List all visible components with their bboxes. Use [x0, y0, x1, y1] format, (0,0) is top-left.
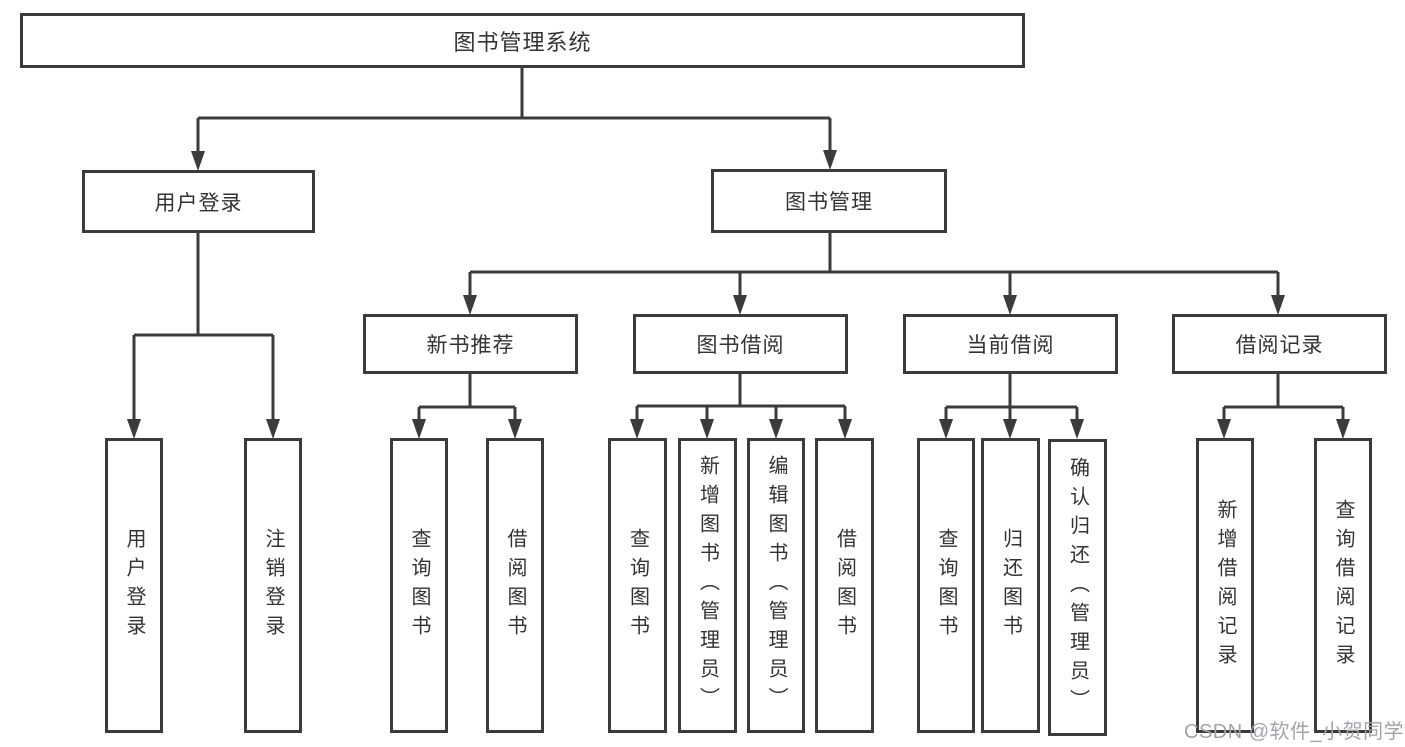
leaf-query-borrow-record: 查询借阅记录 [1314, 438, 1372, 733]
node-user-login-label: 用户登录 [154, 191, 243, 215]
connector-lines [132, 68, 1345, 421]
node-book-management: 图书管理 [711, 169, 947, 233]
arrow-down-icon [266, 419, 280, 439]
leaf-return-book: 归还图书 [981, 438, 1040, 733]
leaf-query-books-current-label: 查询图书 [935, 527, 957, 644]
arrow-down-icon [1003, 295, 1017, 315]
leaf-borrow-books: 借阅图书 [815, 438, 874, 733]
arrow-down-icon [838, 419, 852, 439]
node-book-borrow: 图书借阅 [633, 314, 848, 374]
leaf-query-books-borrow: 查询图书 [608, 438, 667, 733]
leaf-borrow-books-recommend-label: 借阅图书 [504, 527, 526, 644]
arrow-down-icon [733, 295, 747, 315]
arrowhead-icons [127, 150, 1350, 439]
arrow-down-icon [1217, 419, 1231, 439]
node-book-borrow-label: 图书借阅 [696, 334, 785, 357]
node-new-book-recommend: 新书推荐 [363, 314, 578, 374]
leaf-logout: 注销登录 [244, 438, 302, 733]
arrow-down-icon [508, 419, 522, 439]
leaf-edit-book-admin-label: 编辑图书（管理员） [765, 455, 787, 716]
leaf-query-books-borrow-label: 查询图书 [626, 527, 649, 644]
arrow-down-icon [127, 419, 141, 439]
leaf-return-book-label: 归还图书 [999, 527, 1022, 644]
arrow-down-icon [1070, 419, 1084, 439]
arrow-down-icon [939, 419, 953, 439]
node-book-management-label: 图书管理 [785, 191, 873, 214]
arrow-down-icon [630, 419, 644, 439]
arrow-down-icon [769, 419, 783, 439]
arrow-down-icon [700, 419, 714, 439]
arrow-down-icon [1003, 419, 1017, 439]
node-root: 图书管理系统 [20, 13, 1025, 68]
leaf-edit-book-admin: 编辑图书（管理员） [747, 438, 805, 733]
leaf-borrow-books-recommend: 借阅图书 [486, 438, 544, 733]
leaf-borrow-books-label: 借阅图书 [833, 527, 856, 644]
leaf-user-login-label: 用户登录 [123, 527, 145, 644]
node-root-label: 图书管理系统 [453, 29, 592, 55]
leaf-user-login: 用户登录 [105, 438, 163, 733]
node-borrow-records-label: 借阅记录 [1235, 334, 1324, 357]
node-current-borrow-label: 当前借阅 [966, 334, 1055, 357]
node-new-book-recommend-label: 新书推荐 [426, 334, 515, 357]
leaf-query-books-current: 查询图书 [917, 438, 975, 733]
leaf-query-books-recommend-label: 查询图书 [408, 527, 430, 644]
arrow-down-icon [463, 295, 477, 315]
arrow-down-icon [1271, 295, 1285, 315]
leaf-add-borrow-record: 新增借阅记录 [1196, 438, 1254, 733]
arrow-down-icon [1336, 419, 1350, 439]
leaf-confirm-return-admin: 确认归还（管理员） [1048, 439, 1107, 736]
leaf-confirm-return-admin-label: 确认归还（管理员） [1066, 457, 1089, 718]
leaf-query-books-recommend: 查询图书 [390, 438, 448, 733]
leaf-query-borrow-record-label: 查询借阅记录 [1332, 498, 1354, 673]
node-user-login: 用户登录 [82, 170, 315, 233]
node-borrow-records: 借阅记录 [1172, 314, 1387, 374]
leaf-add-borrow-record-label: 新增借阅记录 [1214, 498, 1236, 673]
leaf-logout-label: 注销登录 [262, 527, 284, 644]
arrow-down-icon [412, 419, 426, 439]
leaf-add-book-admin-label: 新增图书（管理员） [696, 455, 719, 716]
csdn-watermark: CSDN @软件_小贺同学 [1184, 721, 1405, 743]
node-current-borrow: 当前借阅 [903, 314, 1118, 374]
arrow-down-icon [823, 150, 837, 170]
leaf-add-book-admin: 新增图书（管理员） [678, 438, 737, 733]
arrow-down-icon [191, 151, 205, 171]
